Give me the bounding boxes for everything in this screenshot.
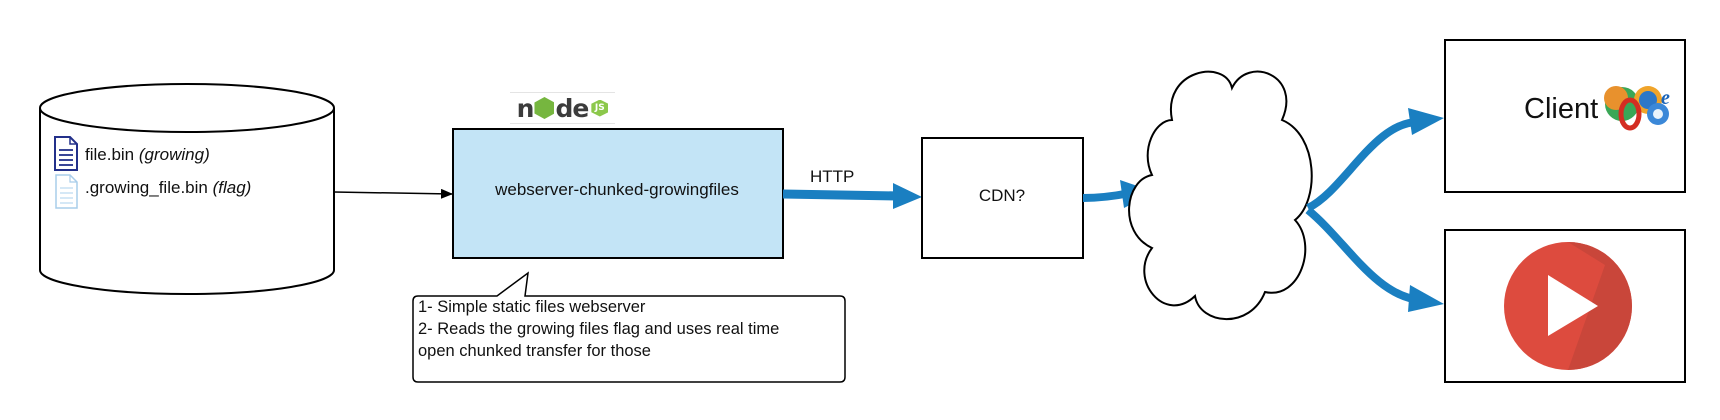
file-entry-flag: .growing_file.bin (flag) xyxy=(85,178,251,198)
play-button-icon xyxy=(1504,242,1632,370)
webserver-box xyxy=(452,128,784,259)
note-line: 1- Simple static files webserver xyxy=(418,298,646,316)
file-entry-growing: file.bin (growing) xyxy=(85,145,210,165)
note-line: 2- Reads the growing files flag and uses… xyxy=(418,320,780,338)
client-label: Client xyxy=(1524,93,1599,125)
nodejs-logo-letter: n xyxy=(516,93,535,123)
storage-cylinder xyxy=(39,83,335,295)
webserver-label: webserver-chunked-growingfiles xyxy=(495,180,739,199)
nodejs-logo-letter: e xyxy=(572,93,589,123)
internet-cloud xyxy=(1128,70,1313,320)
document-faded-icon xyxy=(55,174,78,209)
file-note: (flag) xyxy=(212,178,252,197)
svg-text:e: e xyxy=(1661,87,1670,109)
http-arrow xyxy=(782,183,922,209)
nodejs-hex-icon xyxy=(534,97,555,119)
cloud-to-player-arrow xyxy=(1305,206,1444,312)
nodejs-logo: n d e JS xyxy=(510,92,615,124)
note-callout xyxy=(412,271,846,383)
http-label: HTTP xyxy=(810,167,855,186)
note-line: open chunked transfer for those xyxy=(418,342,651,360)
nodejs-logo-letter: d xyxy=(555,93,573,123)
nodejs-js-badge: JS xyxy=(591,99,609,117)
cdn-label: CDN? xyxy=(978,186,1026,205)
file-name: file.bin xyxy=(85,145,135,164)
browsers-icon: e xyxy=(1604,86,1670,131)
document-icon xyxy=(54,136,78,171)
note-text: 1- Simple static files webserver 2- Read… xyxy=(418,296,779,362)
client-box xyxy=(1444,39,1686,193)
file-note: (growing) xyxy=(138,145,210,164)
storage-to-server-connector xyxy=(333,188,453,199)
cloud-to-client-arrow xyxy=(1306,108,1444,212)
cdn-box xyxy=(921,137,1084,259)
file-name: .growing_file.bin xyxy=(85,178,208,197)
